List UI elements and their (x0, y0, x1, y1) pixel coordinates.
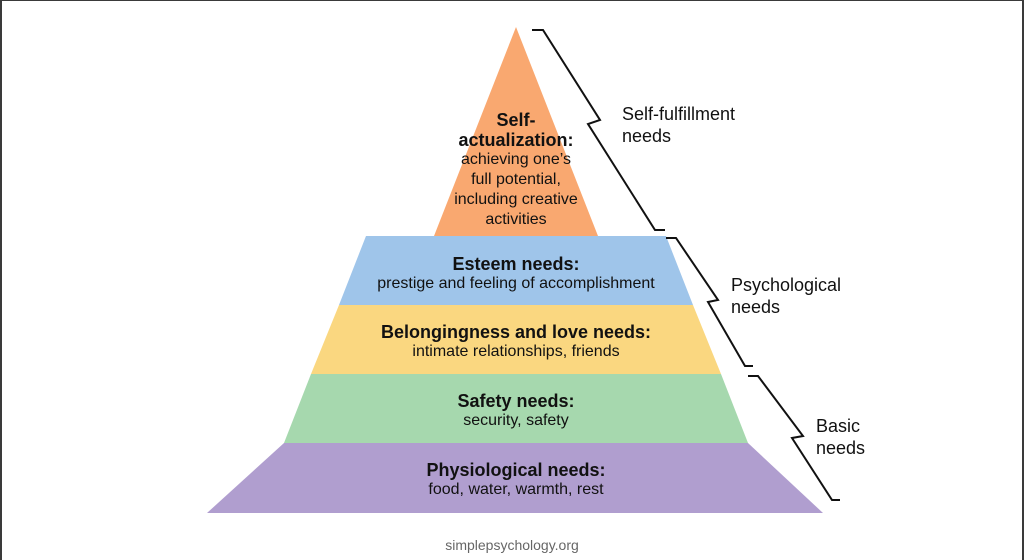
level-title-line: actualization: (458, 130, 574, 150)
level-title-line: Physiological needs: (426, 460, 606, 480)
group-label-line: Basic (816, 416, 861, 436)
group-label-line: Self-fulfillment (622, 104, 736, 124)
bracket-psychological (666, 237, 753, 367)
level-description-line: achieving one’s (460, 151, 571, 168)
group-label-self-fulfillment: Self-fulfillment needs (622, 103, 735, 147)
group-label-basic: Basic needs (816, 415, 865, 459)
tier-safety (284, 374, 748, 443)
level-safety: Safety needs: security, safety (366, 391, 666, 431)
level-belongingness: Belongingness and love needs: intimate r… (316, 322, 716, 362)
level-description-line: prestige and feeling of accomplishment (377, 275, 655, 292)
level-title-line: Belongingness and love needs: (380, 322, 652, 342)
source-caption: simplepsychology.org (445, 537, 579, 553)
bracket-self-fulfillment (532, 29, 665, 231)
tier-self-actualization (434, 27, 598, 236)
level-self-actualization: Self- actualization: achieving one’s ful… (416, 110, 616, 230)
group-label-line: Psychological (731, 275, 842, 295)
group-label-line: needs (816, 438, 866, 458)
tier-belongingness (311, 305, 721, 374)
level-description-line: full potential, (471, 171, 561, 188)
level-description-line: security, safety (463, 412, 569, 429)
group-label-line: needs (731, 297, 781, 317)
level-title-line: Safety needs: (457, 391, 575, 411)
level-description-line: food, water, warmth, rest (428, 481, 604, 498)
level-physiological: Physiological needs: food, water, warmth… (356, 460, 676, 500)
level-description-line: intimate relationships, friends (412, 343, 620, 360)
group-label-line: needs (622, 126, 672, 146)
level-title-line: Self- (496, 110, 536, 130)
bracket-basic (748, 375, 840, 501)
tier-esteem (339, 236, 693, 305)
group-label-psychological: Psychological needs (731, 274, 841, 318)
level-description-line: including creative (454, 191, 578, 208)
tier-physiological (207, 443, 823, 513)
level-esteem: Esteem needs: prestige and feeling of ac… (336, 254, 696, 294)
level-title-line: Esteem needs: (452, 254, 580, 274)
level-description-line: activities (485, 211, 547, 228)
